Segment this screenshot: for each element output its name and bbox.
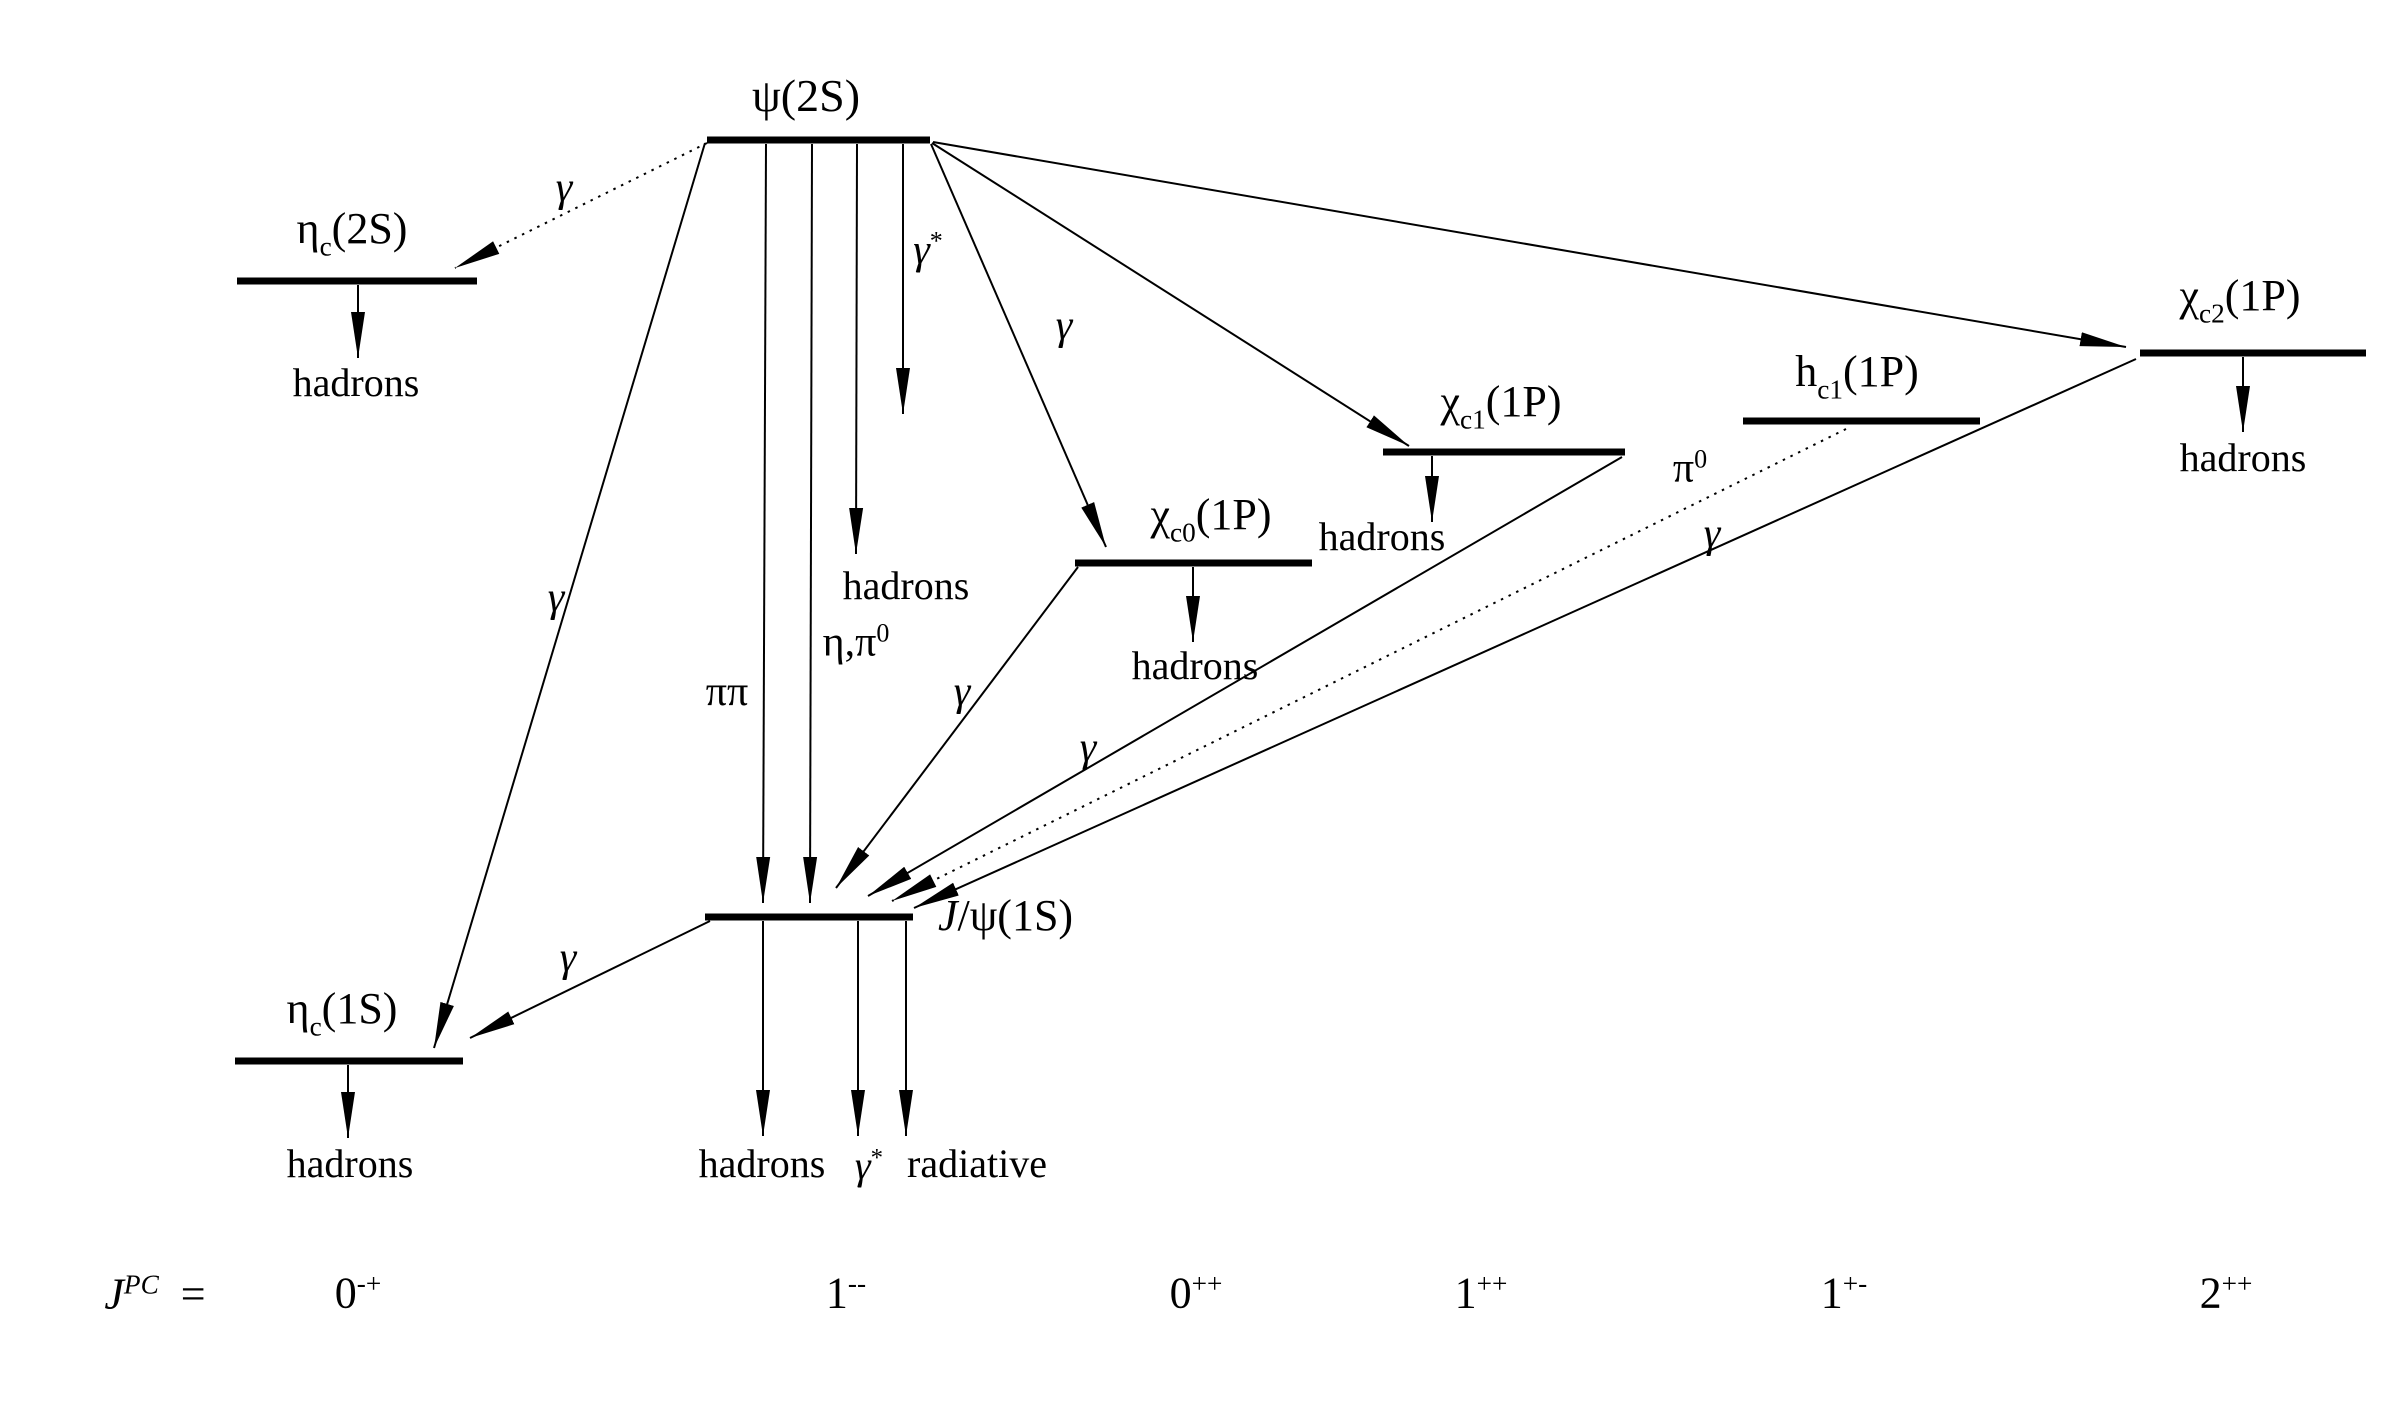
arrow-psi2S-to-etac1S — [433, 142, 706, 1049]
arrow-jpsi-to-etac1S — [469, 920, 711, 1039]
arrow-hc-to-jpsi — [891, 428, 1847, 902]
arrow-psi2S-to-jpsi-pipi — [756, 143, 771, 904]
arrow-psi2S-to-chic1 — [931, 142, 1410, 447]
arrow-chic2-to-jpsi — [913, 358, 2137, 909]
arrow-chic0-to-jpsi — [835, 566, 1079, 889]
arrow-psi2S-to-hadrons — [849, 143, 864, 555]
arrow-psi2S-to-etac2S — [454, 142, 708, 269]
arrow-chic1-to-jpsi — [867, 456, 1623, 897]
arrow-psi2S-to-jpsi-etapi0 — [803, 143, 818, 904]
arrow-psi2S-to-chic0 — [930, 143, 1107, 548]
arrow-psi2S-to-chic2 — [932, 141, 2127, 348]
